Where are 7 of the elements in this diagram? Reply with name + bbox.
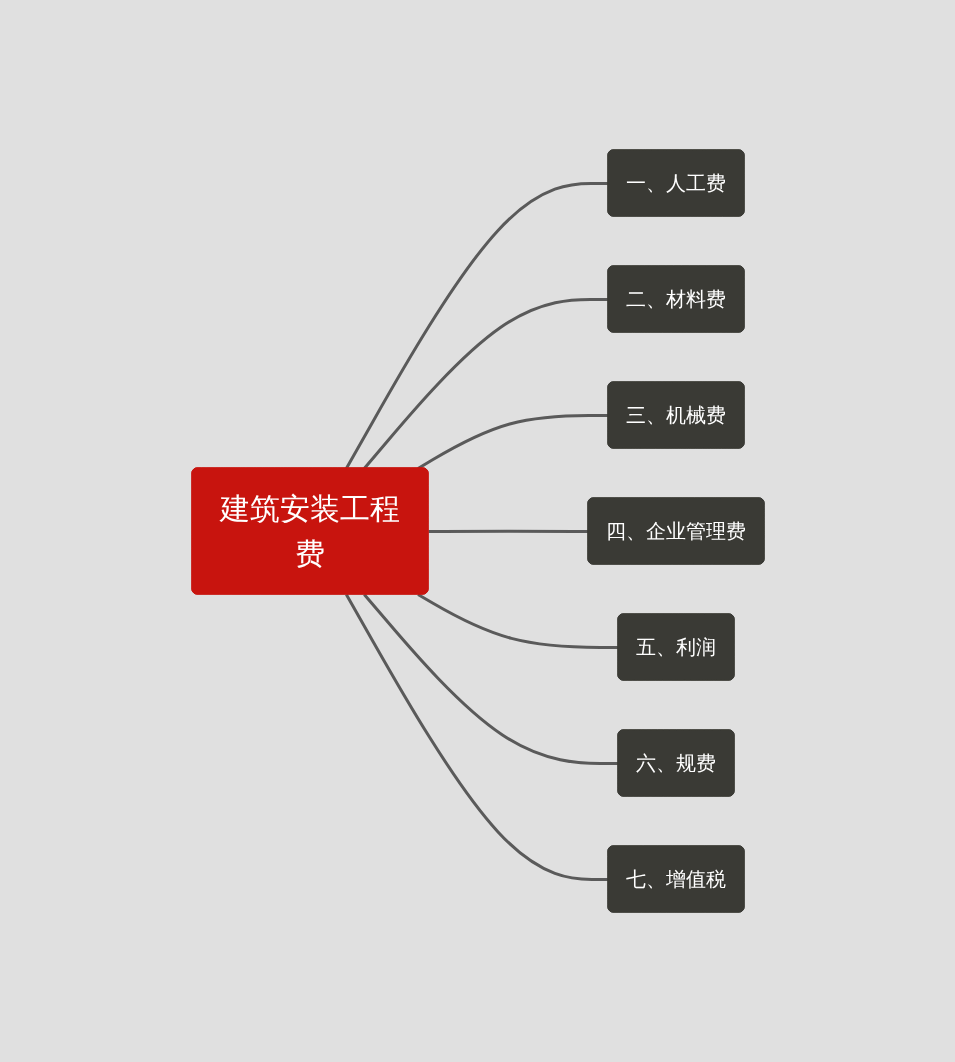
connector [416,413,608,470]
connector [362,297,608,470]
connector [362,593,618,765]
connector [416,593,618,649]
connector [428,529,588,533]
connector [344,593,608,881]
connector [344,181,608,470]
